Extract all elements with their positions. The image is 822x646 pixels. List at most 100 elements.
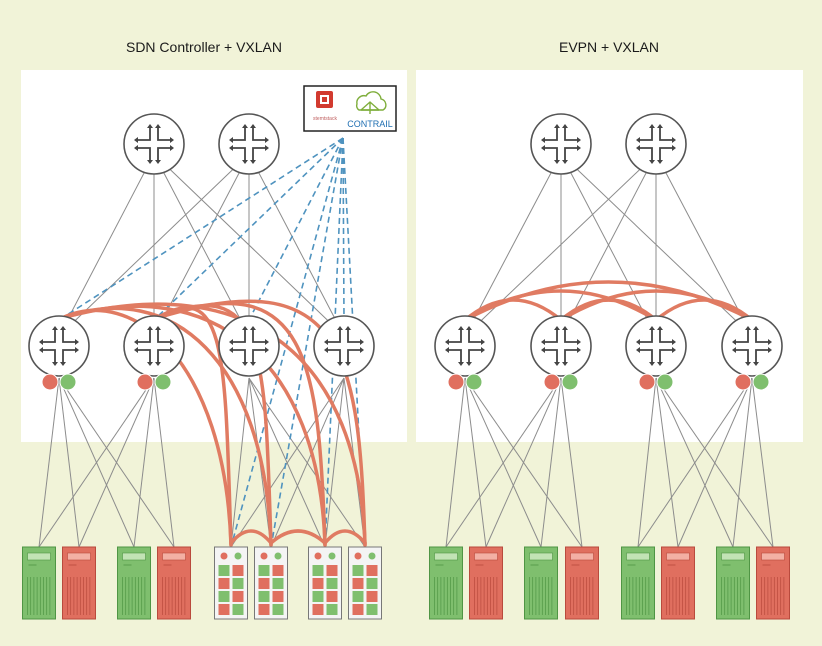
router-arrowhead (229, 347, 269, 353)
router-arrow (659, 349, 674, 364)
server-bay (529, 552, 553, 561)
router-arrowhead (242, 326, 256, 330)
underlay-link (38, 377, 155, 548)
vm-block (312, 578, 324, 589)
vm-block (366, 565, 378, 576)
router-arrow (231, 328, 246, 343)
overlay-tunnel (269, 529, 327, 545)
sdn-panel-title: SDN Controller + VXLAN (126, 39, 282, 55)
router-arrow (136, 349, 151, 364)
router-arrow (659, 126, 674, 141)
router-arrow (638, 147, 653, 162)
vm-block (352, 604, 364, 615)
router-body (530, 113, 592, 175)
router-arrowhead (649, 160, 663, 164)
underlay-link (230, 377, 250, 548)
router-arrowhead (242, 362, 256, 366)
router-body (28, 315, 90, 377)
router-body (218, 113, 280, 175)
server-bay (761, 552, 785, 561)
router-arrowhead (134, 339, 174, 345)
router-arrow (564, 147, 579, 162)
vm-block (366, 604, 378, 615)
vm-block (258, 591, 270, 602)
evpn-panel-title: EVPN + VXLAN (559, 39, 659, 55)
router-arrowhead (147, 124, 161, 128)
underlay-link (133, 377, 155, 548)
vtep-red-indicator (136, 373, 154, 391)
router-arrow (468, 349, 483, 364)
router-arrowhead (636, 137, 676, 143)
router-arrow (638, 328, 653, 343)
router-arrowhead (324, 347, 364, 353)
vm-block (366, 578, 378, 589)
underlay-link (464, 153, 562, 337)
router-arrow (62, 328, 77, 343)
controller-link (248, 137, 344, 321)
vm-block (326, 604, 338, 615)
router-arrowhead (324, 339, 364, 345)
router-arrow (41, 349, 56, 364)
router-arrow (755, 328, 770, 343)
router-body (625, 315, 687, 377)
vm-block (326, 578, 338, 589)
router-arrow (659, 147, 674, 162)
underlay-link (560, 377, 583, 548)
underlay-link (655, 153, 753, 337)
vtep-green-indicator (465, 373, 483, 391)
vm-block (326, 565, 338, 576)
vm-block (232, 591, 244, 602)
router-arrow (252, 147, 267, 162)
router-arrowhead (52, 326, 66, 330)
router-arrowhead (541, 137, 581, 143)
vm-block (218, 565, 230, 576)
server-bay (721, 552, 745, 561)
vm-block (326, 591, 338, 602)
overlay-tunnel (229, 529, 273, 545)
router-arrowhead (147, 160, 161, 164)
underlay-link (230, 377, 345, 548)
router-arrow (136, 147, 151, 162)
underlay-link (58, 153, 155, 337)
router-arrow (755, 349, 770, 364)
vtep-green-indicator (328, 552, 336, 560)
router-arrowhead (649, 326, 663, 330)
router-arrow (659, 328, 674, 343)
vm-block (258, 604, 270, 615)
vtep-red-indicator (41, 373, 59, 391)
router-arrowhead (134, 347, 174, 353)
vtep-red-indicator (314, 552, 322, 560)
vm-block (232, 578, 244, 589)
router-arrowhead (445, 347, 485, 353)
router-arrow (136, 126, 151, 141)
underlay-link (78, 377, 155, 548)
router-arrowhead (554, 160, 568, 164)
router-arrow (231, 349, 246, 364)
router-arrowhead (649, 124, 663, 128)
vm-block (218, 578, 230, 589)
router-body (625, 113, 687, 175)
vm-block (258, 565, 270, 576)
vtep-green-indicator (656, 373, 674, 391)
vtep-green-indicator (368, 552, 376, 560)
vm-block (272, 578, 284, 589)
vtep-green-indicator (561, 373, 579, 391)
underlay-link (637, 377, 753, 548)
vm-block (312, 565, 324, 576)
router-arrowhead (134, 137, 174, 143)
overlay-tunnel (323, 529, 367, 545)
router-arrow (543, 147, 558, 162)
underlay-link (38, 377, 60, 548)
router-arrow (41, 328, 56, 343)
router-arrow (543, 328, 558, 343)
router-arrow (564, 328, 579, 343)
router-arrow (136, 328, 151, 343)
router-arrowhead (745, 362, 759, 366)
contrail-logo: stemtstack CONTRAIL (303, 85, 397, 132)
servers (22, 546, 790, 620)
router-arrowhead (147, 326, 161, 330)
router-arrow (543, 349, 558, 364)
router-arrow (157, 147, 172, 162)
leaf-router (625, 315, 687, 377)
